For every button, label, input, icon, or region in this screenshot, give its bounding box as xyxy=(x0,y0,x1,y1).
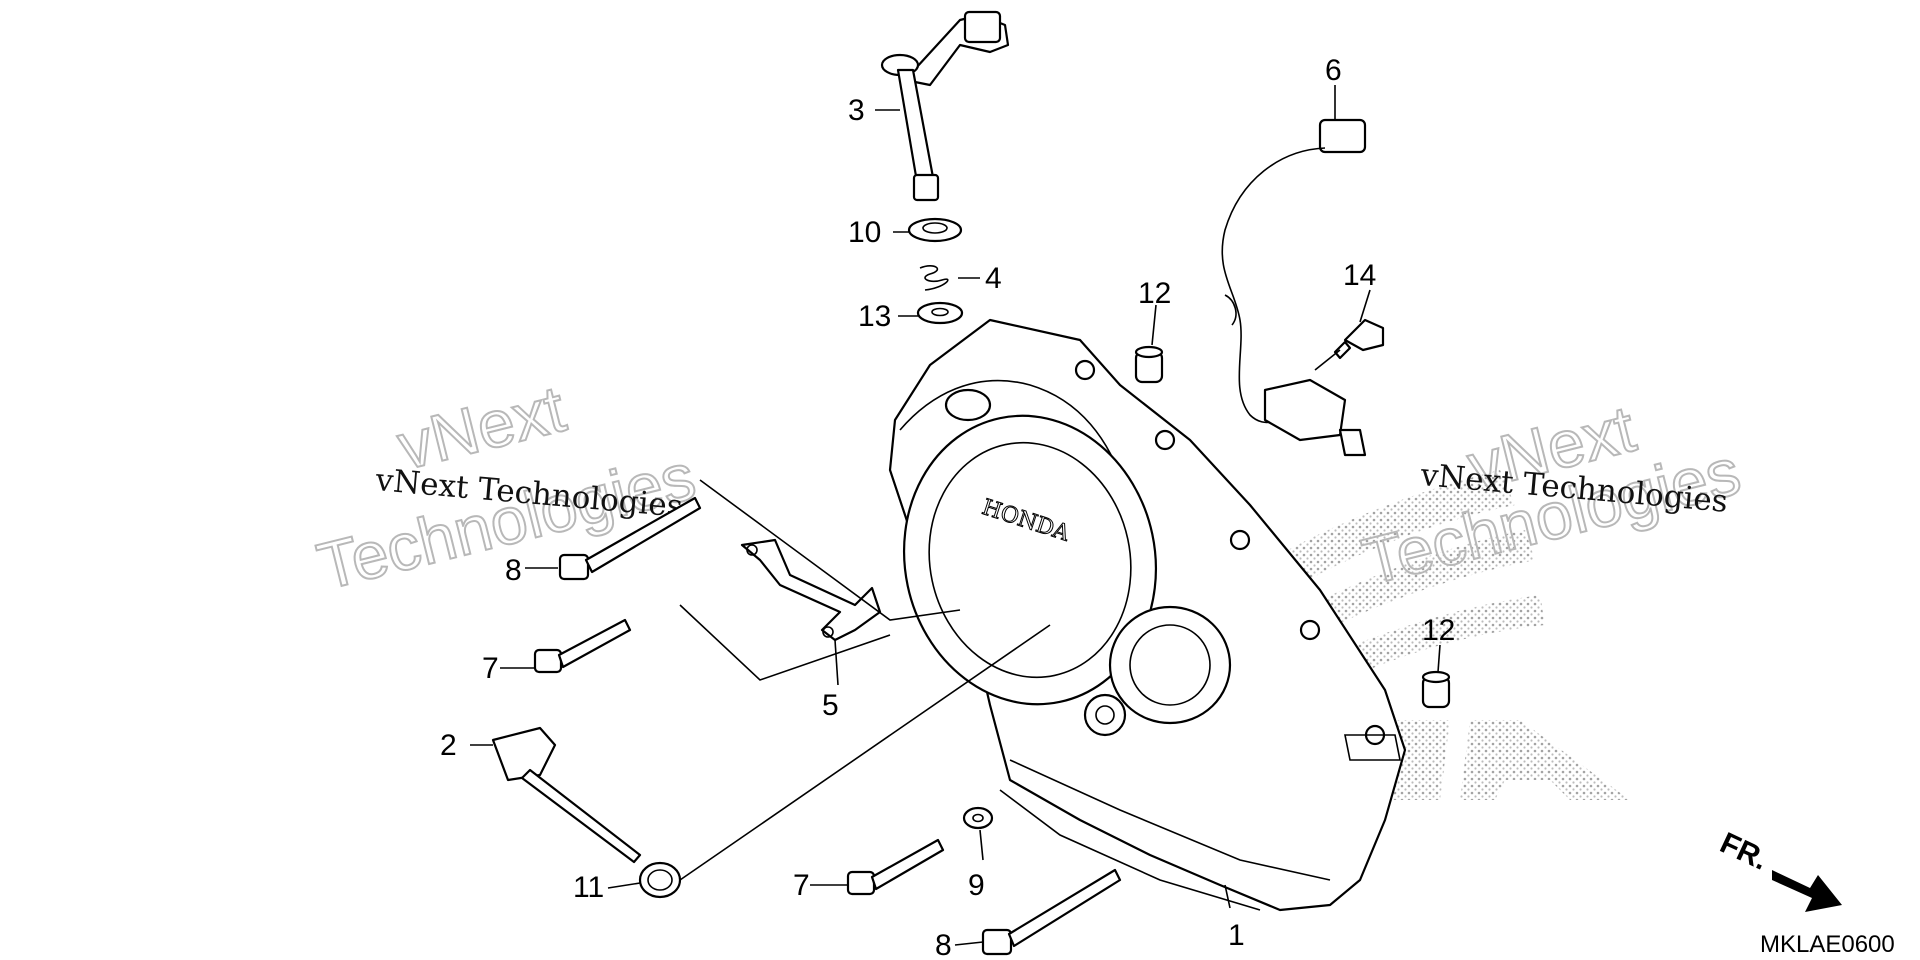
callout-2: 2 xyxy=(440,729,457,762)
diagram-code: MKLAE0600 xyxy=(1760,931,1895,958)
watermark-right: vNext Technologies vNext Technologies xyxy=(1354,390,1748,600)
part-4-spring xyxy=(919,265,949,291)
part-14-bolt xyxy=(1314,318,1385,371)
part-11-o-ring xyxy=(638,861,682,899)
part-9-washer xyxy=(962,806,994,830)
part-7-bolt-lower xyxy=(846,838,945,896)
callout-12-lower: 12 xyxy=(1422,614,1455,647)
callout-8-lower: 8 xyxy=(935,929,952,960)
part-5-bracket xyxy=(740,538,882,642)
callout-3: 3 xyxy=(848,94,865,127)
callout-14: 14 xyxy=(1343,259,1376,292)
part-12-dowel-pin-upper xyxy=(1134,345,1164,384)
callout-8-upper: 8 xyxy=(505,554,522,587)
part-8-bolt-lower xyxy=(981,868,1122,956)
leader-lines xyxy=(470,85,1441,946)
callout-11: 11 xyxy=(573,871,604,904)
callout-5: 5 xyxy=(822,689,839,722)
part-2-dipstick xyxy=(491,726,642,864)
callout-4: 4 xyxy=(985,262,1002,295)
callout-6: 6 xyxy=(1325,54,1342,87)
callout-1: 1 xyxy=(1228,919,1245,952)
part-10-oil-seal xyxy=(907,217,963,243)
part-13-washer xyxy=(916,301,964,325)
callout-10: 10 xyxy=(848,216,881,249)
direction-label: FR. xyxy=(1715,826,1773,876)
callout-12-upper: 12 xyxy=(1138,277,1171,310)
callout-9: 9 xyxy=(968,869,985,902)
part-1-crankcase-cover: HONDA xyxy=(888,318,1407,912)
direction-indicator: FR. xyxy=(1715,826,1842,912)
callout-7-lower: 7 xyxy=(793,869,810,902)
part-7-bolt-upper xyxy=(533,618,632,674)
callout-7-upper: 7 xyxy=(482,652,499,685)
callout-13: 13 xyxy=(858,300,891,333)
part-12-dowel-pin-lower xyxy=(1421,670,1451,709)
direction-arrow-icon xyxy=(1772,870,1842,912)
part-8-bolt-upper xyxy=(558,496,702,581)
part-6-sensor-wire xyxy=(1221,118,1367,457)
part-3-shaft-arm xyxy=(880,10,1010,202)
callout-labels: 1 2 3 4 5 6 7 7 8 8 9 10 11 12 12 13 14 xyxy=(440,54,1455,960)
watermark-left: vNext Technologies vNext Technologies xyxy=(309,370,703,605)
